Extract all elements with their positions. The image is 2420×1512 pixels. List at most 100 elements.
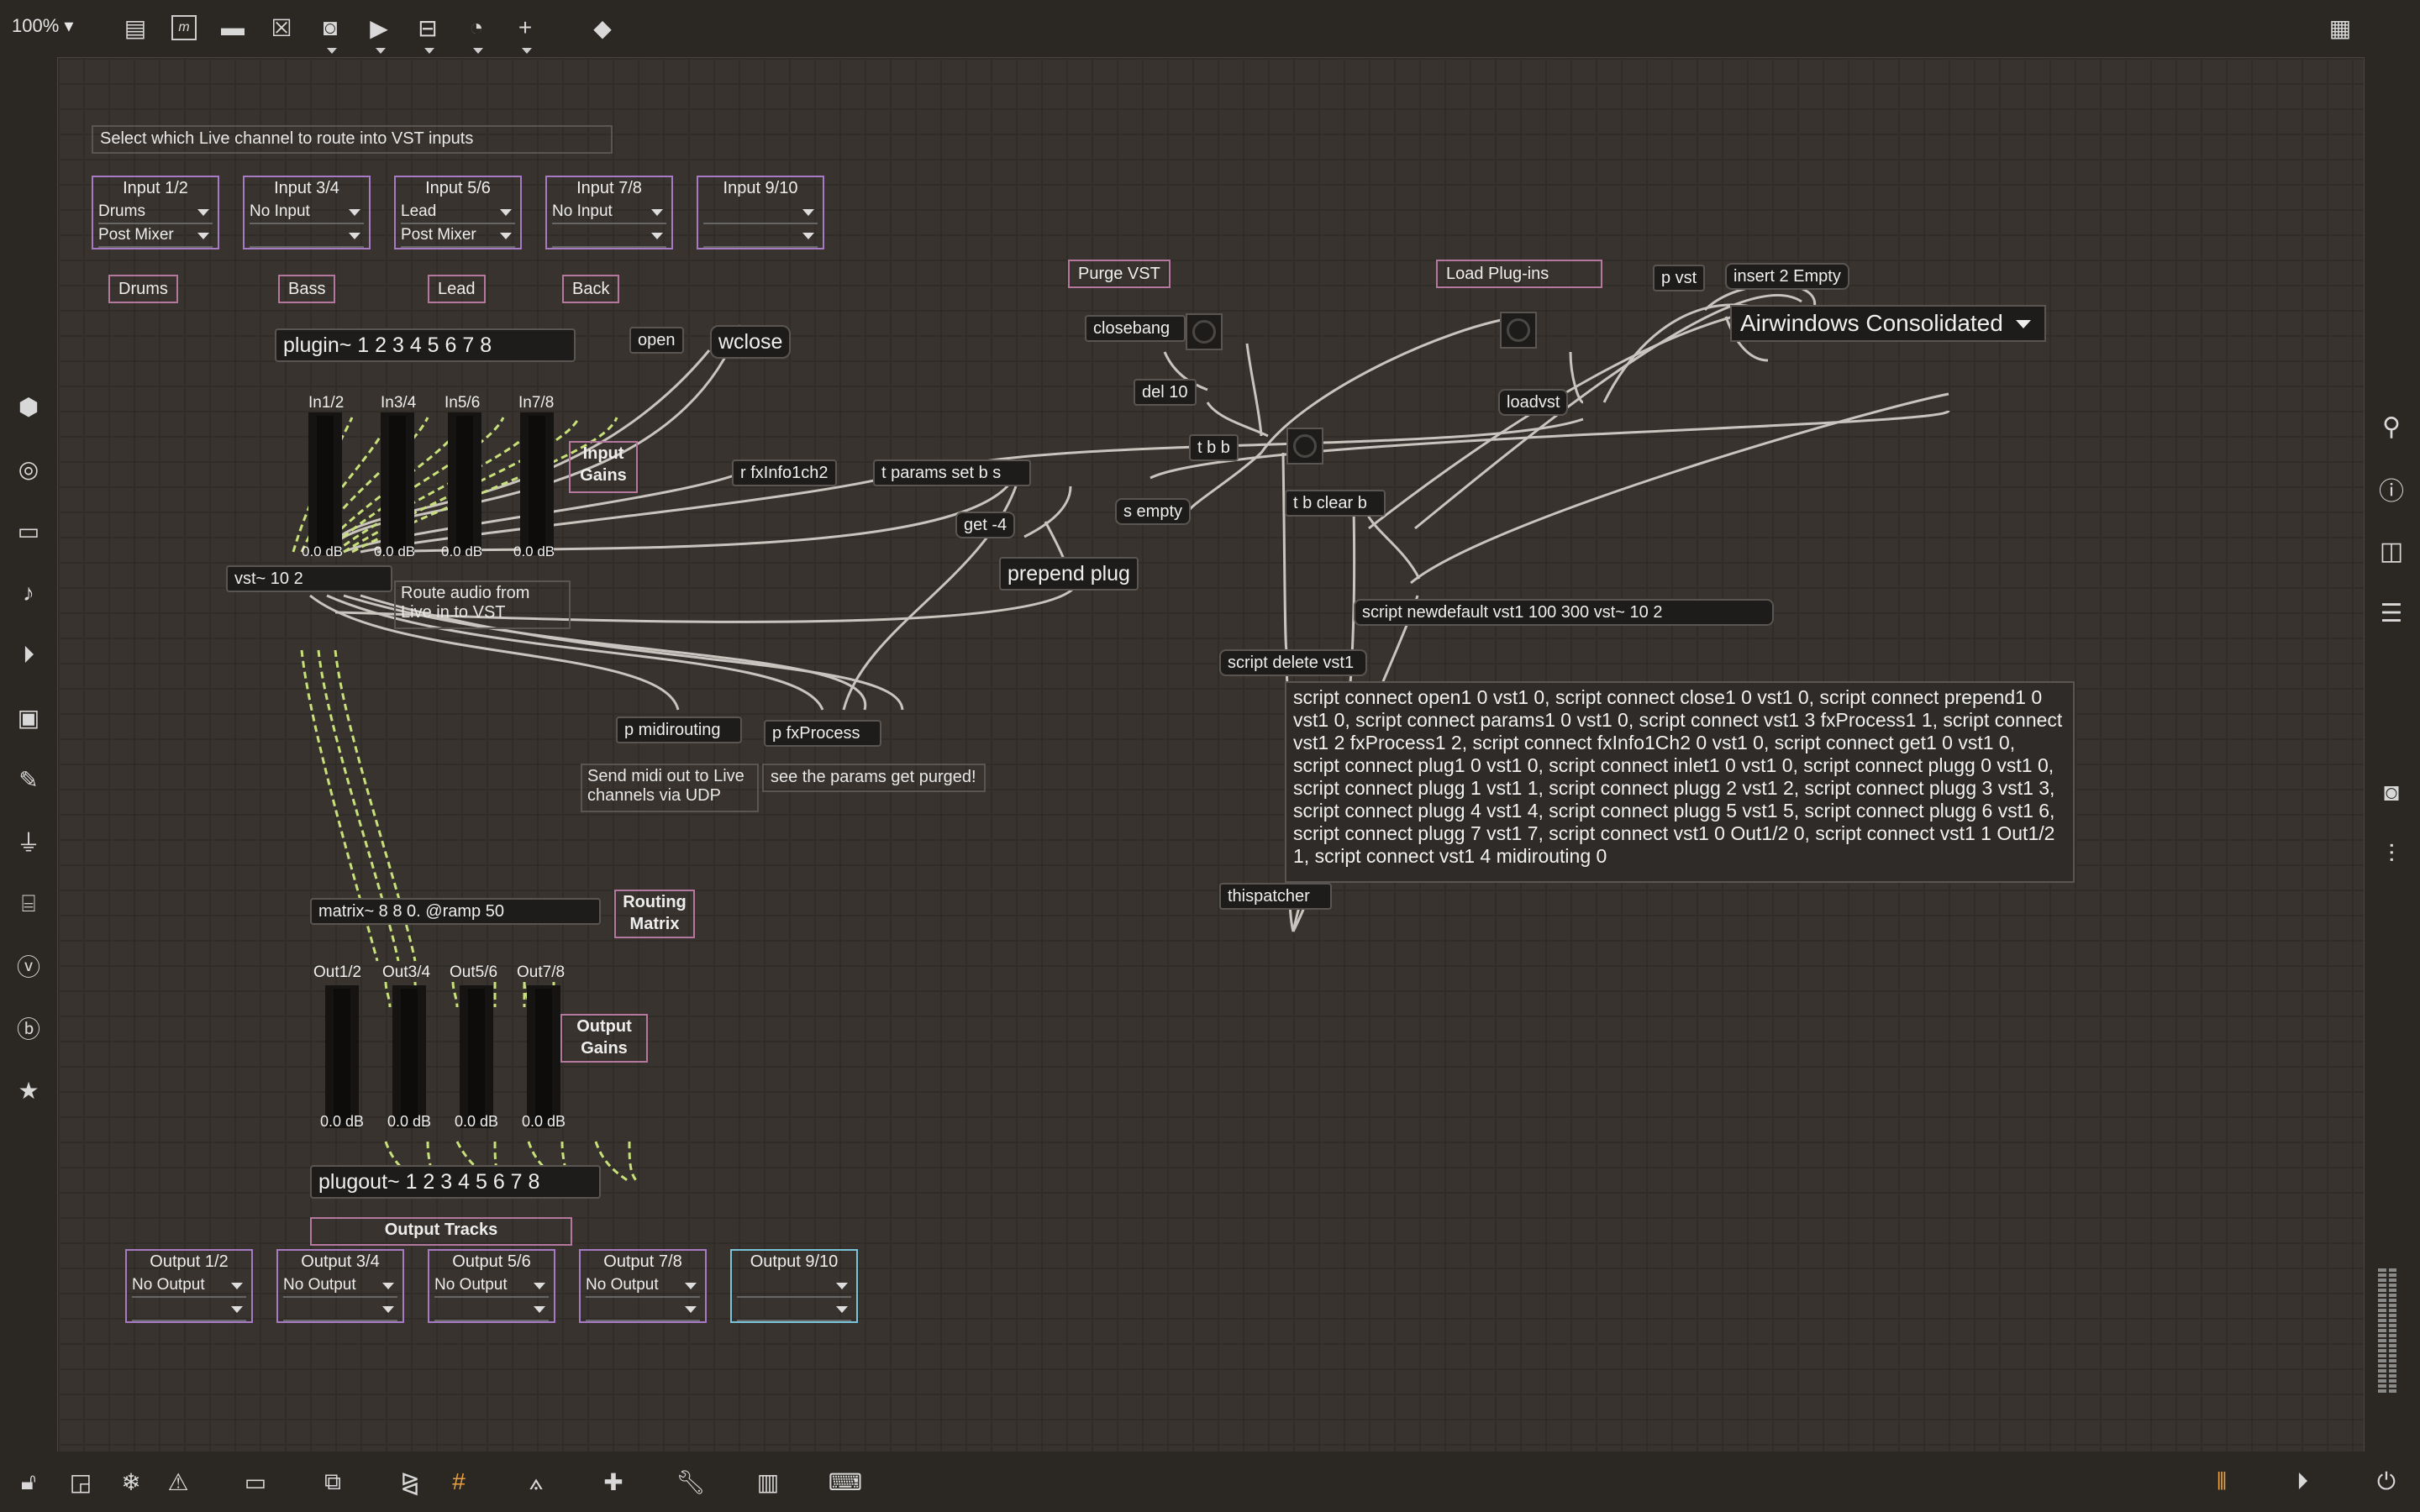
- plugin-object[interactable]: plugin~ 1 2 3 4 5 6 7 8: [275, 328, 576, 362]
- t-b-clear-object[interactable]: t b clear b: [1285, 490, 1386, 517]
- piano-icon[interactable]: ▥: [756, 1468, 780, 1495]
- split-box-icon[interactable]: ⊟: [412, 12, 444, 54]
- input-9-10-source-select[interactable]: [703, 201, 818, 224]
- presentation-icon[interactable]: ▤: [124, 14, 147, 41]
- target-icon[interactable]: ◎: [18, 455, 39, 482]
- display-icon[interactable]: ▭: [17, 517, 40, 544]
- snowflake-icon[interactable]: ❄: [121, 1468, 141, 1495]
- input-7-8-point-select[interactable]: [552, 224, 666, 248]
- zoom-menu[interactable]: 100% ▾: [12, 15, 74, 36]
- plugout-object[interactable]: plugout~ 1 2 3 4 5 6 7 8: [310, 1165, 601, 1199]
- output-1-2-point-select[interactable]: [132, 1298, 246, 1321]
- grid-icon[interactable]: #: [452, 1468, 466, 1494]
- plugin-menu[interactable]: Airwindows Consolidated: [1730, 305, 2046, 342]
- camera-icon[interactable]: ◙: [2383, 779, 2400, 806]
- output-gain-3-4[interactable]: [392, 985, 426, 1128]
- get-message[interactable]: get -4: [955, 512, 1016, 538]
- search-icon[interactable]: ⚲: [2382, 412, 2401, 441]
- input-3-4-point-select[interactable]: [250, 224, 364, 248]
- play-box-icon[interactable]: ▶: [363, 12, 395, 54]
- thispatcher-object[interactable]: thispatcher: [1219, 883, 1332, 910]
- input-5-6-source-select[interactable]: Lead: [401, 201, 515, 224]
- output-3-4-router[interactable]: Output 3/4 No Output: [276, 1249, 404, 1323]
- input-7-8-router[interactable]: Input 7/8 No Input: [545, 176, 673, 249]
- b-badge-icon[interactable]: ⓑ: [16, 1016, 40, 1042]
- presentation-icon[interactable]: ▭: [244, 1468, 267, 1495]
- keyboard-icon[interactable]: ⌨: [828, 1468, 863, 1495]
- clear-bang-button[interactable]: [1286, 428, 1323, 465]
- script-connect-message[interactable]: script connect open1 0 vst1 0, script co…: [1285, 681, 2075, 883]
- wclose-message[interactable]: wclose: [710, 325, 792, 359]
- hierarchy-icon[interactable]: ⟑: [529, 1467, 544, 1494]
- closebang-object[interactable]: closebang: [1085, 315, 1186, 342]
- output-7-8-dest-select[interactable]: No Output: [586, 1274, 700, 1298]
- output-gain-1-2[interactable]: [325, 985, 359, 1128]
- input-3-4-router[interactable]: Input 3/4 No Input: [243, 176, 371, 249]
- windows-icon[interactable]: ⧉: [324, 1467, 341, 1494]
- warning-icon[interactable]: ⚠: [167, 1468, 189, 1495]
- t-params-object[interactable]: t params set b s: [873, 459, 1031, 486]
- input-gain-5-6[interactable]: [448, 412, 481, 555]
- output-3-4-dest-select[interactable]: No Output: [283, 1274, 397, 1298]
- prepend-plug-object[interactable]: prepend plug: [999, 557, 1139, 591]
- output-3-4-point-select[interactable]: [283, 1298, 397, 1321]
- matrix-object[interactable]: matrix~ 8 8 0. @ramp 50: [310, 898, 601, 925]
- purge-bang-button[interactable]: [1186, 313, 1223, 350]
- input-5-6-point-select[interactable]: Post Mixer: [401, 224, 515, 248]
- lock-m-icon[interactable]: m: [168, 12, 200, 44]
- input-1-2-point-select[interactable]: Post Mixer: [98, 224, 213, 248]
- list-icon[interactable]: ☰: [2380, 599, 2403, 627]
- t-b-b-object[interactable]: t b b: [1189, 434, 1239, 461]
- del-10-object[interactable]: del 10: [1134, 379, 1197, 406]
- input-5-6-router[interactable]: Input 5/6 Lead Post Mixer: [394, 176, 522, 249]
- gamepad-icon[interactable]: ⌸: [21, 890, 36, 916]
- p-midirouting-object[interactable]: p midirouting: [616, 717, 742, 743]
- p-vst-object[interactable]: p vst: [1653, 265, 1706, 291]
- output-9-10-point-select[interactable]: [737, 1298, 851, 1321]
- input-gain-7-8[interactable]: [520, 412, 554, 555]
- close-box-icon[interactable]: ☒: [271, 14, 292, 41]
- input-7-8-source-select[interactable]: No Input: [552, 201, 666, 224]
- plus-icon[interactable]: +: [509, 12, 541, 54]
- script-delete-message[interactable]: script delete vst1: [1219, 649, 1367, 676]
- input-9-10-router[interactable]: Input 9/10: [697, 176, 824, 249]
- p-fxprocess-object[interactable]: p fxProcess: [764, 720, 881, 747]
- circle-box-icon[interactable]: ◙: [314, 12, 346, 54]
- output-7-8-router[interactable]: Output 7/8 No Output: [579, 1249, 707, 1323]
- output-9-10-router[interactable]: Output 9/10: [730, 1249, 858, 1323]
- columns-icon[interactable]: ◫: [2379, 537, 2404, 565]
- input-1-2-source-select[interactable]: Drums: [98, 201, 213, 224]
- output-1-2-router[interactable]: Output 1/2 No Output: [125, 1249, 253, 1323]
- r-fxinfo-object[interactable]: r fxInfo1ch2: [732, 459, 837, 486]
- power-icon[interactable]: ⏻: [2376, 1467, 2396, 1494]
- script-newdefault-message[interactable]: script newdefault vst1 100 300 vst~ 10 2: [1354, 599, 1774, 626]
- dial-icon[interactable]: ◔: [460, 12, 492, 54]
- v-badge-icon[interactable]: ⓥ: [16, 954, 40, 980]
- image-icon[interactable]: ▣: [17, 704, 40, 731]
- edit-icon[interactable]: ◲: [69, 1468, 92, 1495]
- meter-icon[interactable]: ⦀: [2216, 1467, 2228, 1494]
- plug-icon[interactable]: ⏚: [16, 830, 40, 856]
- playback-icon[interactable]: ⏵: [22, 641, 34, 668]
- input-9-10-point-select[interactable]: [703, 224, 818, 248]
- input-gain-3-4[interactable]: [381, 412, 414, 555]
- output-5-6-point-select[interactable]: [434, 1298, 549, 1321]
- lock-icon[interactable]: 🔓︎: [20, 1467, 37, 1494]
- open-message[interactable]: open: [629, 327, 684, 354]
- output-5-6-router[interactable]: Output 5/6 No Output: [428, 1249, 555, 1323]
- star-icon[interactable]: ★: [18, 1077, 39, 1104]
- insert-2-empty-message[interactable]: insert 2 Empty: [1725, 263, 1849, 290]
- input-gain-1-2[interactable]: [308, 412, 342, 555]
- mirror-icon[interactable]: ⧎: [400, 1468, 420, 1495]
- grid-menu-icon[interactable]: ▦: [2328, 14, 2352, 41]
- output-9-10-dest-select[interactable]: [737, 1274, 851, 1298]
- output-gain-5-6[interactable]: [460, 985, 493, 1128]
- package-icon[interactable]: ⬢: [18, 393, 39, 420]
- input-3-4-source-select[interactable]: No Input: [250, 201, 364, 224]
- s-empty-object[interactable]: s empty: [1115, 498, 1192, 525]
- load-bang-button[interactable]: [1500, 312, 1537, 349]
- loadvst-message[interactable]: loadvst: [1498, 389, 1569, 416]
- vst-object[interactable]: vst~ 10 2: [226, 565, 392, 592]
- pin-icon[interactable]: ✚: [603, 1468, 623, 1495]
- output-7-8-point-select[interactable]: [586, 1298, 700, 1321]
